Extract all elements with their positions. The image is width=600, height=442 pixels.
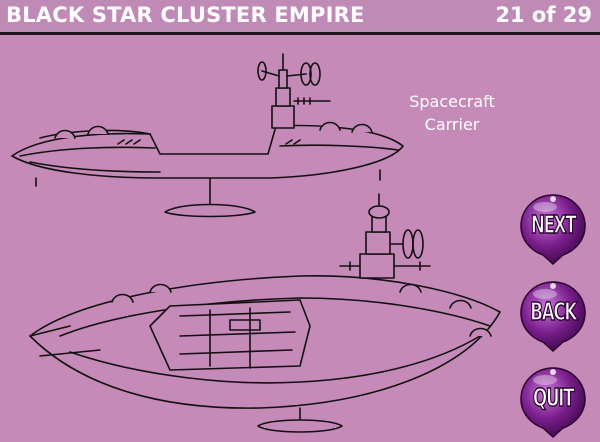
purple-orb-arrow-icon bbox=[520, 194, 586, 265]
page-title: BLACK STAR CLUSTER EMPIRE bbox=[6, 3, 365, 27]
spacecraft-carrier-illustration bbox=[11, 53, 501, 433]
illustration-caption: Spacecraft Carrier bbox=[388, 90, 516, 136]
back-button[interactable]: BACK bbox=[519, 280, 587, 352]
quit-button[interactable]: QUIT bbox=[519, 366, 587, 438]
purple-orb-arrow-icon bbox=[520, 281, 586, 352]
quit-button-label: QUIT bbox=[532, 383, 575, 413]
carrier-side-view bbox=[11, 53, 404, 218]
purple-orb-arrow-icon bbox=[520, 367, 586, 438]
next-button[interactable]: NEXT bbox=[519, 193, 587, 265]
carrier-perspective-view bbox=[29, 193, 501, 433]
caption-line-2: Carrier bbox=[424, 115, 480, 134]
header-bar: BLACK STAR CLUSTER EMPIRE 21 of 29 bbox=[0, 0, 600, 32]
next-button-label: NEXT bbox=[530, 210, 577, 240]
page-counter: 21 of 29 bbox=[495, 3, 592, 27]
header-divider bbox=[0, 32, 600, 35]
back-button-label: BACK bbox=[530, 297, 578, 327]
caption-line-1: Spacecraft bbox=[409, 92, 495, 111]
